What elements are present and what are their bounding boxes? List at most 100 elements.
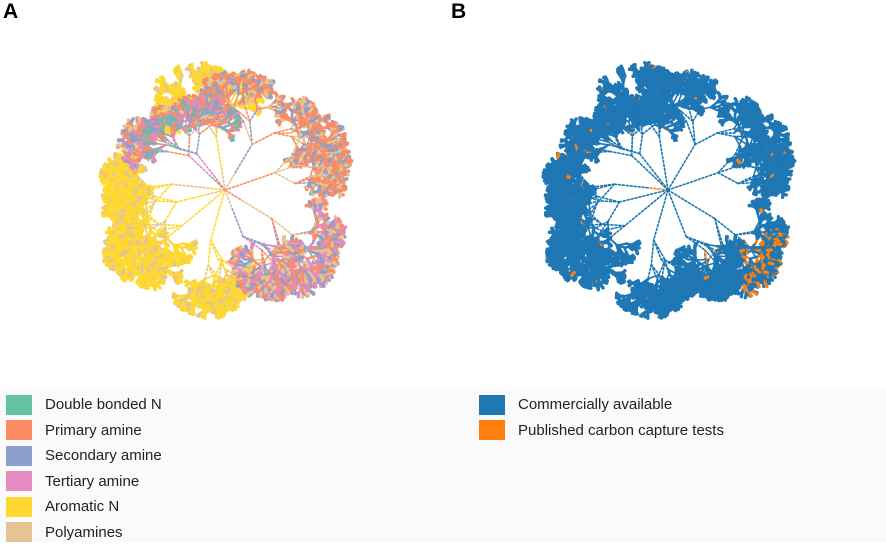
tree-branch	[112, 255, 115, 257]
tree-branch	[199, 78, 200, 88]
tree-branch	[106, 191, 108, 193]
tree-branch	[110, 260, 113, 261]
tree-branch	[178, 70, 179, 73]
tree-branch	[109, 173, 111, 175]
tree-branch	[144, 285, 146, 287]
tree-branch	[175, 302, 178, 303]
tree-branch	[158, 286, 160, 288]
tree-branch	[216, 137, 222, 171]
tree-branch	[133, 146, 134, 149]
tree-branch	[235, 145, 252, 173]
tree-branch	[217, 314, 219, 317]
tree-branch	[116, 250, 118, 252]
tree-branch	[167, 152, 189, 156]
tree-branch	[119, 156, 122, 157]
tree-branch	[152, 114, 155, 115]
tree-branch	[237, 288, 238, 291]
tree-branch	[225, 292, 228, 293]
tree-branch	[105, 173, 107, 175]
tree-branch	[103, 181, 105, 183]
tree-branch	[126, 242, 127, 245]
tree-branch	[129, 273, 131, 276]
tree-branch	[208, 240, 210, 265]
tree-branch	[198, 313, 201, 315]
tree-branch	[115, 154, 116, 157]
tree-branch	[194, 87, 197, 88]
tree-branch	[154, 109, 156, 112]
tmap-tree-a	[0, 0, 443, 390]
tree-branch	[148, 189, 149, 191]
tree-branch	[145, 278, 147, 281]
tree-branch	[134, 128, 135, 131]
tree-branch	[168, 265, 172, 266]
tree-branch	[260, 101, 263, 103]
tree-branch	[128, 146, 130, 147]
tree-branch	[193, 292, 196, 293]
tree-branch	[174, 295, 177, 296]
tree-branch	[205, 188, 225, 190]
tree-branch	[125, 257, 126, 260]
tree-branch	[121, 275, 124, 276]
tree-branch	[204, 63, 206, 66]
tree-branch	[186, 284, 188, 286]
tree-branch	[180, 271, 182, 273]
tree-branch	[156, 103, 158, 105]
tree-branch	[160, 100, 163, 101]
tree-branch	[187, 69, 190, 70]
tree-branch	[118, 166, 119, 169]
tree-branch	[198, 304, 200, 307]
tree-branch	[181, 306, 183, 308]
tree-branch	[155, 96, 158, 100]
panel-a: A Double bonded N Primary amine Secondar…	[0, 0, 443, 542]
tree-branch	[161, 78, 164, 80]
tree-branch	[105, 260, 108, 261]
tree-branch	[186, 303, 189, 305]
tree-branch	[116, 233, 119, 234]
tree-branch	[151, 187, 152, 189]
tree-branch	[183, 90, 184, 93]
tree-branch	[124, 149, 127, 150]
tree-branch	[233, 292, 234, 295]
tree-branch	[106, 200, 107, 203]
tree-branch	[129, 258, 132, 259]
tree-branch	[208, 70, 210, 72]
tree-branch	[123, 270, 124, 273]
tree-branch	[141, 275, 142, 278]
tree-branch	[257, 100, 259, 102]
tree-branch	[155, 281, 156, 285]
tree-branch	[177, 85, 179, 88]
tree-branch	[133, 269, 135, 270]
tree-branch	[129, 128, 130, 131]
tree-branch	[129, 157, 130, 160]
tree-branch	[108, 248, 111, 249]
tree-branch	[211, 209, 220, 240]
tree-branch	[131, 119, 133, 123]
tree-branch	[223, 311, 226, 314]
tree-branch	[125, 133, 127, 135]
tree-branch	[132, 262, 133, 265]
tree-branch	[161, 103, 164, 104]
tree-branch	[123, 278, 127, 279]
tree-branch	[142, 193, 144, 195]
tree-branch	[112, 246, 113, 249]
tree-branch	[166, 107, 167, 110]
tree-branch	[171, 184, 205, 188]
tree-branch	[178, 280, 180, 282]
tree-branch	[127, 161, 129, 162]
tree-branch	[178, 131, 180, 133]
tree-branch	[221, 294, 224, 295]
tree-branch	[211, 240, 218, 259]
tree-branch	[100, 176, 104, 177]
tree-branch	[252, 133, 274, 145]
tree-branch	[189, 136, 190, 156]
tree-branch	[209, 302, 211, 304]
tree-branch	[240, 297, 241, 300]
tree-branch	[192, 309, 194, 311]
tree-branch	[180, 275, 182, 277]
tree-branch	[168, 128, 169, 131]
tree-branch	[118, 271, 121, 272]
tree-branch	[168, 270, 170, 273]
tree-branch	[120, 244, 123, 245]
tree-branch	[132, 140, 134, 142]
tree-branch	[198, 298, 199, 300]
